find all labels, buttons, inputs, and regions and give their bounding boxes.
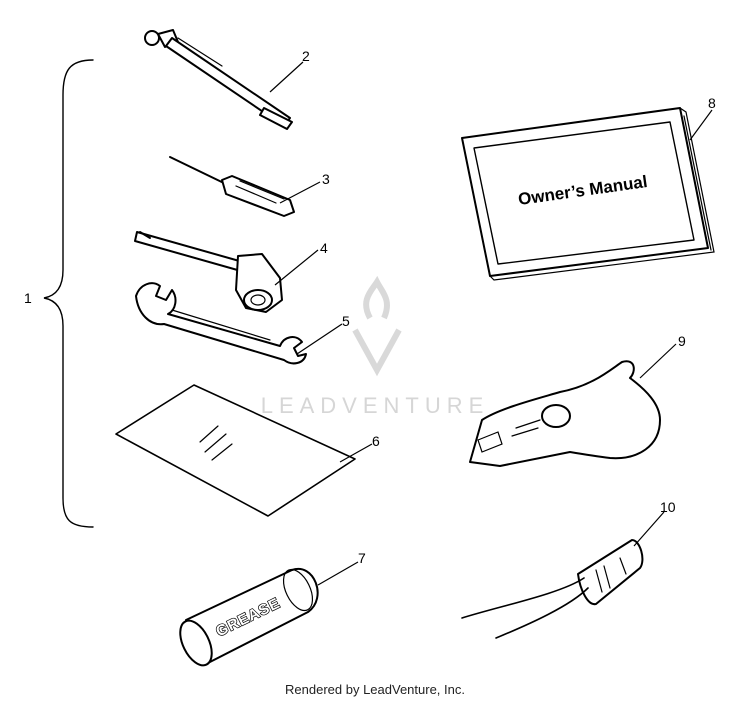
callout-6 xyxy=(339,443,373,463)
screwdriver xyxy=(169,156,295,217)
label-5: 5 xyxy=(342,313,350,329)
watermark-text: LEADVENTURE xyxy=(261,393,490,418)
label-4: 4 xyxy=(320,240,328,256)
callout-9 xyxy=(639,343,677,379)
callout-10 xyxy=(633,511,665,547)
label-6: 6 xyxy=(372,433,380,449)
spark-plug-tool xyxy=(144,29,293,130)
label-9: 9 xyxy=(678,333,686,349)
callout-7 xyxy=(317,561,359,586)
label-10: 10 xyxy=(660,499,676,515)
open-end-wrench xyxy=(135,282,307,365)
wire-connector xyxy=(461,539,644,639)
callout-8 xyxy=(689,109,713,141)
footer-credit: Rendered by LeadVenture, Inc. xyxy=(285,682,465,697)
label-3: 3 xyxy=(322,171,330,187)
watermark-logo: LEADVENTURE xyxy=(261,275,490,418)
label-2: 2 xyxy=(302,48,310,64)
owners-manual: Owner’s Manual xyxy=(461,107,715,281)
label-7: 7 xyxy=(358,550,366,566)
callout-4 xyxy=(274,249,319,286)
socket-wrench xyxy=(134,231,283,313)
group-bracket xyxy=(43,59,94,528)
tool-bag xyxy=(115,384,356,517)
callout-3 xyxy=(279,181,321,204)
callout-5 xyxy=(296,323,343,355)
callout-2 xyxy=(269,61,304,93)
hook-bracket xyxy=(469,360,661,467)
grease-tube: GREASE xyxy=(179,567,319,667)
label-1: 1 xyxy=(24,290,32,306)
label-8: 8 xyxy=(708,95,716,111)
